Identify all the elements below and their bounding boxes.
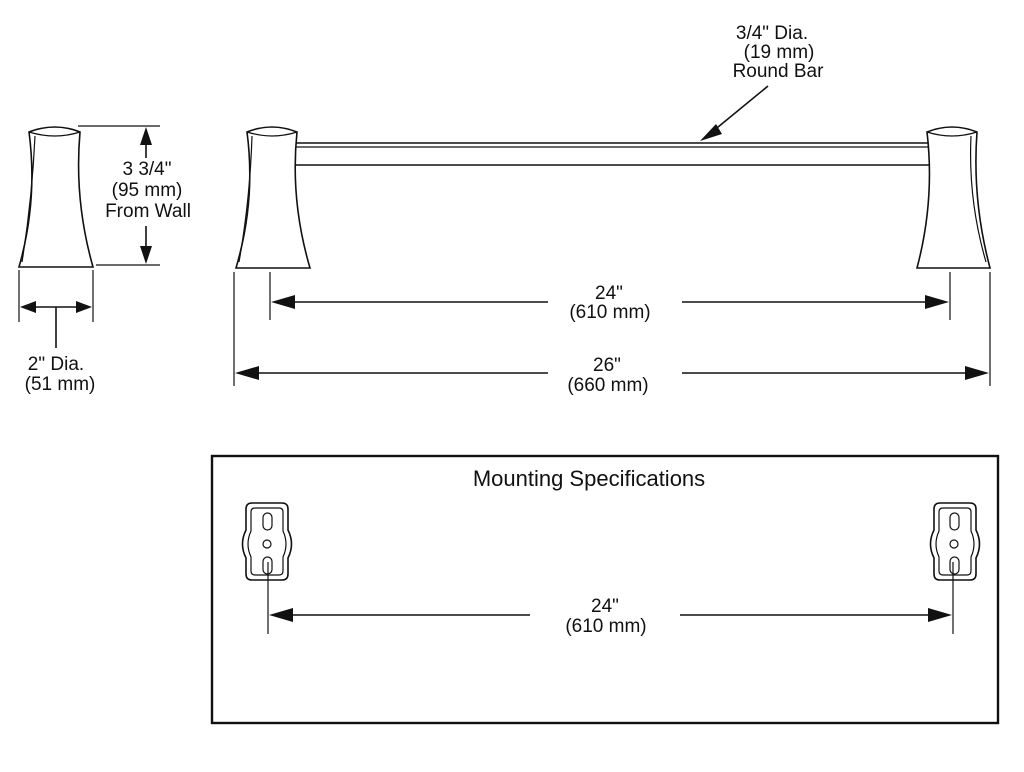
mounting-label-line2: (610 mm)	[565, 616, 646, 637]
overall-length-dimension: 26" (660 mm)	[233, 272, 991, 396]
post-diameter-dimension: 2" Dia. (51 mm)	[18, 270, 96, 395]
bar-center-label-line2: (610 mm)	[569, 302, 650, 323]
projection-label-line1: 3 3/4"	[122, 159, 171, 180]
round-bar-label-line3: Round Bar	[733, 61, 825, 82]
round-bar-label-line1: 3/4" Dia.	[736, 23, 808, 44]
post-diameter-label-line2: (51 mm)	[25, 374, 96, 395]
bar-center-label-line1: 24"	[595, 283, 623, 304]
projection-label-line3: From Wall	[105, 201, 191, 222]
mounting-center-dimension: 24" (610 mm)	[267, 562, 954, 637]
mounting-specifications-panel: Mounting Specifications 24" (610	[210, 454, 1000, 725]
bar-center-dimension: 24" (610 mm)	[269, 272, 951, 323]
post-diameter-label-line1: 2" Dia.	[28, 354, 84, 375]
mounting-label-line1: 24"	[591, 596, 619, 617]
side-view-post	[17, 126, 95, 268]
right-mounting-bracket	[929, 502, 981, 581]
mounting-title: Mounting Specifications	[473, 466, 705, 491]
projection-label-line2: (95 mm)	[112, 180, 183, 201]
round-bar-label-line2: (19 mm)	[744, 42, 815, 63]
left-mounting-bracket	[241, 502, 293, 581]
overall-length-label-line2: (660 mm)	[567, 375, 648, 396]
round-bar-callout: 3/4" Dia. (19 mm) Round Bar	[700, 23, 824, 141]
towel-bar-front-view	[234, 126, 992, 269]
projection-dimension: 3 3/4" (95 mm) From Wall	[78, 125, 191, 266]
overall-length-label-line1: 26"	[593, 355, 621, 376]
